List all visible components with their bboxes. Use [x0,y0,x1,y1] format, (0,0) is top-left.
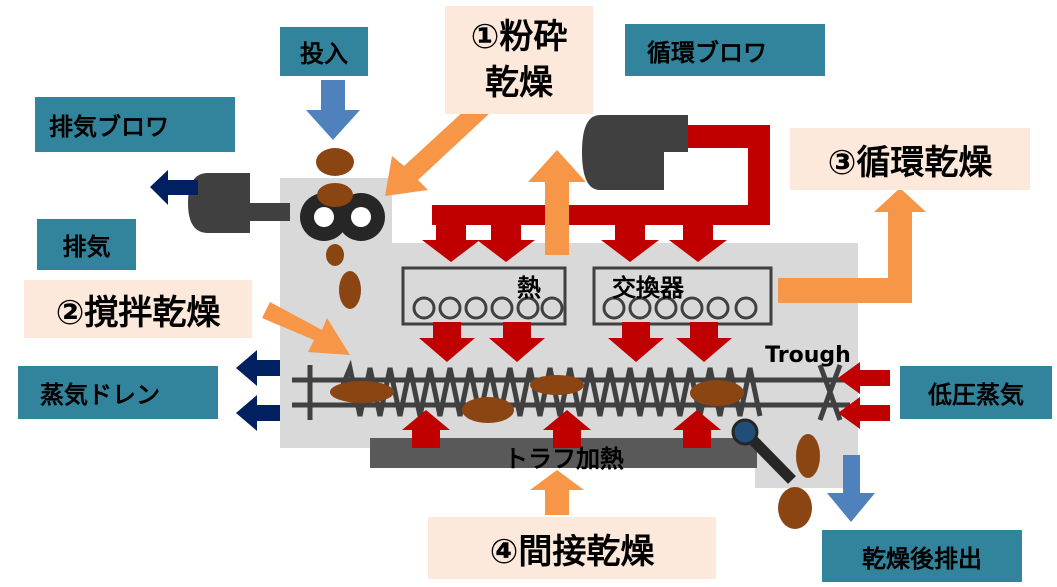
trough-heating-label: トラフ加熱 [504,444,624,473]
input-label: 投入 [280,27,368,76]
exhaust-arrow [150,170,198,205]
circulation-blower-label: 循環ブロワ [625,24,825,76]
input-arrow [306,80,360,140]
discharge-after-drying-label: 乾燥後排出 [822,530,1022,582]
circulation-blower [582,115,688,190]
circulation-up-arrow [528,150,586,255]
material-particles [316,148,820,529]
heat-exchanger-label-left: 熱 [517,273,541,302]
heat-exchanger-left [401,266,567,326]
stage-crush-dry: ①粉砕 乾燥 [445,6,593,114]
stage-stir-dry: ②撹拌乾燥 [24,280,252,338]
crusher-rolls [300,183,385,241]
steam-drain-label: 蒸気ドレン [18,366,218,419]
stage-indirect-dry: ④間接乾燥 [428,517,716,579]
heat-exchanger-tubes [412,296,758,320]
discharge-flap-pivot [731,418,759,446]
steam-inlet-arrows [838,362,890,429]
low-pressure-steam-label: 低圧蒸気 [900,366,1052,419]
red-down-arrows-top [422,225,727,262]
red-down-arrows-mid [419,322,732,362]
crush-dry-arrow [385,98,491,196]
heat-exchanger-right [592,266,773,326]
discharge-arrow [827,455,875,522]
exhaust-blower [188,173,290,233]
circulation-out-arrow [778,188,926,303]
circulation-duct [432,125,770,225]
exhaust-label: 排気 [37,219,136,270]
heat-exchanger-label-right: 交換器 [612,273,684,302]
steam-drain-arrows [236,350,280,431]
stir-dry-arrow [262,302,350,355]
stage-circulation-dry: ③循環乾燥 [790,128,1030,190]
exhaust-blower-label: 排気ブロワ [35,97,235,152]
trough-label: Trough [765,342,851,368]
indirect-dry-arrow [530,470,584,515]
red-up-arrows-bottom [402,410,721,448]
